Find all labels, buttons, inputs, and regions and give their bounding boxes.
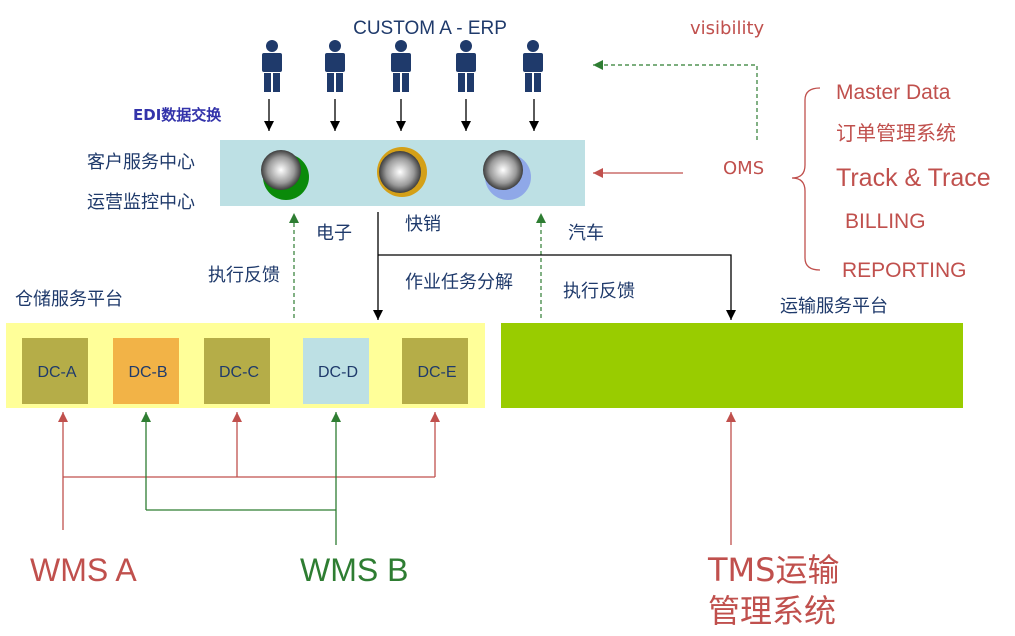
- tms-label-line1: TMS运输: [707, 551, 839, 589]
- task-arrow-transport: [378, 254, 736, 320]
- person-icon: [523, 40, 543, 92]
- wms-b-connectors: [141, 412, 341, 545]
- hub-ball-fmcg: [377, 147, 427, 197]
- oms-feature-master-data: Master Data: [836, 81, 951, 104]
- channel-auto: 汽车: [568, 223, 604, 244]
- dc-b: DC-B: [113, 338, 179, 404]
- oms-brace: [791, 87, 821, 271]
- oms-feature-track-trace: Track & Trace: [836, 164, 991, 192]
- visibility-arrow: [593, 60, 758, 140]
- edi-label: EDI数据交换: [133, 106, 222, 124]
- customer-service-center-label: 客户服务中心: [87, 152, 195, 173]
- dc-e: DC-E: [402, 338, 468, 404]
- transport-platform-box: [501, 323, 963, 408]
- person-icon: [391, 40, 411, 92]
- wms-a-connectors: [58, 412, 440, 530]
- svg-text:DC-E: DC-E: [417, 364, 456, 381]
- oms-feature-order-management: 订单管理系统: [836, 121, 956, 145]
- edi-arrows: [264, 99, 539, 131]
- channel-fmcg: 快销: [405, 214, 441, 235]
- transport-platform-label: 运输服务平台: [780, 296, 888, 317]
- person-icon: [325, 40, 345, 92]
- svg-text:DC-A: DC-A: [37, 364, 76, 381]
- hub-ball-auto: [483, 150, 531, 200]
- hub-ball-electronics: [261, 150, 309, 200]
- wms-b-label: WMS B: [300, 552, 408, 588]
- svg-text:DC-B: DC-B: [128, 364, 167, 381]
- svg-text:DC-C: DC-C: [219, 364, 259, 381]
- person-icon: [456, 40, 476, 92]
- visibility-label: visibility: [690, 18, 765, 39]
- customer-person-icons: [262, 40, 543, 92]
- tms-label-line2: 管理系统: [708, 592, 836, 630]
- dc-a: DC-A: [22, 338, 88, 404]
- dc-c: DC-C: [204, 338, 270, 404]
- operations-monitoring-center-label: 运营监控中心: [87, 192, 195, 213]
- wms-a-label: WMS A: [30, 552, 137, 588]
- dc-d: DC-D: [303, 338, 369, 404]
- erp-title: CUSTOM A - ERP: [353, 18, 507, 39]
- feedback-label-left: 执行反馈: [208, 265, 280, 286]
- feedback-label-right: 执行反馈: [563, 281, 635, 302]
- oms-label: OMS: [723, 158, 764, 179]
- oms-feature-billing: BILLING: [845, 210, 926, 233]
- task-split-label: 作业任务分解: [405, 272, 513, 293]
- person-icon: [262, 40, 282, 92]
- svg-text:DC-D: DC-D: [318, 364, 358, 381]
- warehouse-platform-label: 仓储服务平台: [15, 289, 123, 310]
- channel-electronics: 电子: [316, 223, 352, 244]
- oms-feature-reporting: REPORTING: [842, 259, 966, 282]
